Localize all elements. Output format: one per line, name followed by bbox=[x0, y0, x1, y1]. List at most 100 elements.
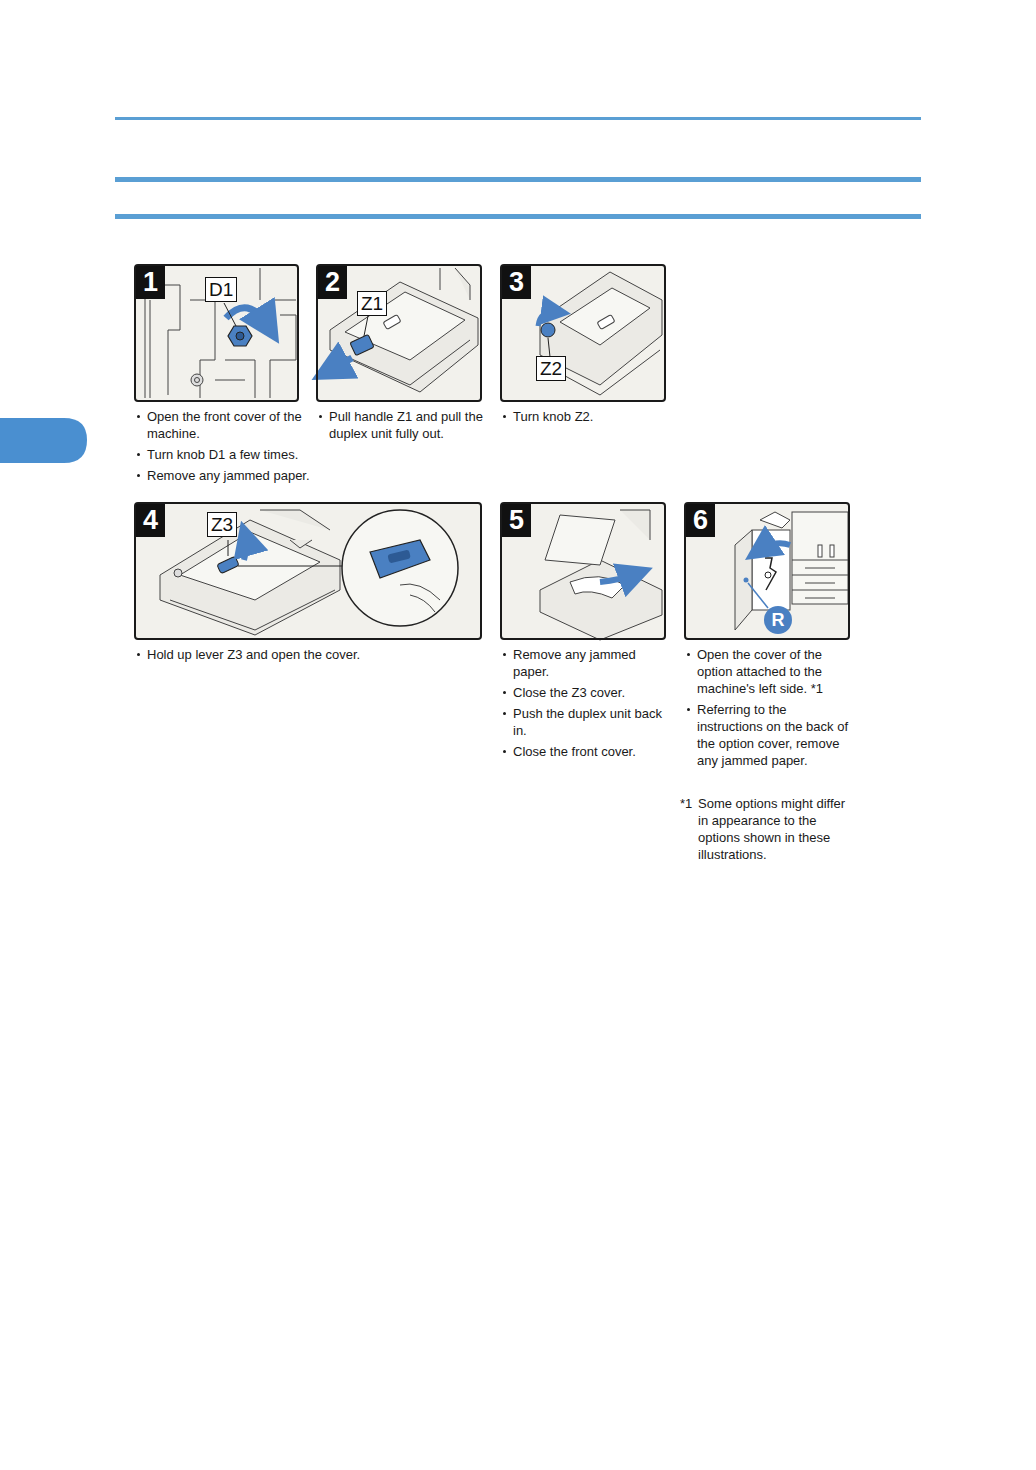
knob-d1 bbox=[228, 326, 252, 346]
step-panel: Open the front cover of the machine.Turn… bbox=[134, 264, 299, 402]
step-panel: Remove any jammed paper.Close the Z3 cov… bbox=[500, 502, 666, 640]
instruction-text: Remove any jammed paper. bbox=[147, 467, 316, 484]
leader-line bbox=[238, 566, 350, 567]
step-number: 5 bbox=[502, 504, 531, 537]
bullet-dot bbox=[687, 708, 690, 711]
instruction-text: Turn knob Z2. bbox=[513, 408, 662, 425]
open-arrow bbox=[760, 543, 790, 550]
remove-arrow bbox=[600, 574, 636, 582]
bullet-dot bbox=[687, 653, 690, 656]
caption-item: Push the duplex unit back in. bbox=[502, 705, 667, 739]
step-number: 4 bbox=[136, 504, 165, 537]
footnote-mark: *1 bbox=[680, 795, 698, 812]
duplex-unit bbox=[330, 268, 478, 392]
bullet-dot bbox=[503, 750, 506, 753]
bullet-dot bbox=[137, 453, 140, 456]
duplex-unit bbox=[540, 510, 662, 640]
step-caption: Pull handle Z1 and pull the duplex unit … bbox=[318, 408, 488, 444]
leader-line bbox=[224, 303, 236, 326]
bullet-dot bbox=[503, 712, 506, 715]
step-panel: Hold up lever Z3 and open the cover.4Z3 bbox=[134, 502, 482, 640]
bullet-dot bbox=[503, 415, 506, 418]
leader-line bbox=[228, 540, 229, 556]
step-number-text: 2 bbox=[325, 267, 340, 297]
magnifier bbox=[342, 510, 458, 626]
turn-arrow bbox=[538, 312, 556, 326]
instruction-text: Hold up lever Z3 and open the cover. bbox=[147, 646, 436, 663]
footnote-text: Some options might differ in appearance … bbox=[698, 795, 848, 863]
step-number-text: 5 bbox=[509, 505, 524, 535]
callout-box: Z1 bbox=[357, 291, 387, 316]
callout-box: Z2 bbox=[536, 356, 566, 381]
callout-circle: R bbox=[764, 606, 792, 634]
step-caption: Open the front cover of the machine. Turn… bbox=[136, 408, 316, 488]
leader-line bbox=[548, 338, 550, 357]
step-caption: Turn knob Z2. bbox=[502, 408, 662, 427]
step-number-text: 3 bbox=[509, 267, 524, 297]
bullet-dot bbox=[137, 415, 140, 418]
bullet-dot bbox=[137, 474, 140, 477]
callout-label: Z1 bbox=[361, 293, 383, 314]
instruction-text: Pull handle Z1 and pull the duplex unit … bbox=[329, 408, 488, 442]
caption-item: Open the cover of the option attached to… bbox=[686, 646, 851, 697]
handle-z1 bbox=[350, 334, 374, 355]
callout-label: D1 bbox=[209, 279, 233, 300]
instruction-text: Close the Z3 cover. bbox=[513, 684, 667, 701]
bullet-dot bbox=[503, 691, 506, 694]
instruction-text: Remove any jammed paper. bbox=[513, 646, 667, 680]
knob-z2 bbox=[541, 323, 555, 337]
instruction-text: Turn knob D1 a few times. bbox=[147, 446, 316, 463]
duplex-unit bbox=[160, 510, 340, 635]
bullet-dot bbox=[503, 653, 506, 656]
caption-item: Turn knob Z2. bbox=[502, 408, 662, 425]
header-rule bbox=[115, 117, 921, 120]
step-caption: Open the cover of the option attached to… bbox=[686, 646, 851, 773]
instruction-text: Open the cover of the option attached to… bbox=[697, 646, 851, 697]
bullet-dot bbox=[137, 653, 140, 656]
leader-line bbox=[364, 316, 368, 336]
caption-item: Remove any jammed paper. bbox=[502, 646, 667, 680]
step-number-text: 4 bbox=[143, 505, 158, 535]
caption-item: Pull handle Z1 and pull the duplex unit … bbox=[318, 408, 488, 442]
bullet-dot bbox=[319, 415, 322, 418]
panel-frame bbox=[134, 502, 482, 640]
callout-label: Z3 bbox=[211, 514, 233, 535]
duplex-unit bbox=[540, 272, 662, 395]
instruction-text: Push the duplex unit back in. bbox=[513, 705, 667, 739]
paper-path bbox=[765, 558, 776, 590]
step-number: 6 bbox=[686, 504, 715, 537]
instruction-text: Referring to the instructions on the bac… bbox=[697, 701, 851, 769]
caption-item: Hold up lever Z3 and open the cover. bbox=[136, 646, 436, 663]
step-number: 3 bbox=[502, 266, 531, 299]
caption-item: Close the front cover. bbox=[502, 743, 667, 760]
panel-grounds bbox=[135, 265, 849, 639]
caption-item: Close the Z3 cover. bbox=[502, 684, 667, 701]
caption-item: Referring to the instructions on the bac… bbox=[686, 701, 851, 769]
callout-box: Z3 bbox=[207, 512, 237, 537]
caption-item: Turn knob D1 a few times. bbox=[136, 446, 316, 463]
machine-with-option bbox=[735, 512, 848, 630]
chapter-tab bbox=[0, 418, 87, 463]
callout-label: Z2 bbox=[540, 358, 562, 379]
pull-arrow bbox=[330, 358, 352, 370]
instruction-text: Open the front cover of the machine. bbox=[147, 408, 316, 442]
caption-item: Open the front cover of the machine. bbox=[136, 408, 316, 442]
step-panel: Open the cover of the option attached to… bbox=[684, 502, 850, 640]
step-number: 2 bbox=[318, 266, 347, 299]
step-caption: Hold up lever Z3 and open the cover. bbox=[136, 646, 436, 665]
callout-label: R bbox=[772, 610, 785, 630]
step-panel: Turn knob Z2.3Z2 bbox=[500, 264, 666, 402]
step-panel: Pull handle Z1 and pull the duplex unit … bbox=[316, 264, 482, 402]
header-rule bbox=[115, 214, 921, 219]
lift-arrow bbox=[244, 538, 247, 560]
step-caption: Remove any jammed paper. Close the Z3 cov… bbox=[502, 646, 667, 764]
step-number: 1 bbox=[136, 266, 165, 299]
instruction-text: Close the front cover. bbox=[513, 743, 667, 760]
callout-box: D1 bbox=[205, 277, 237, 302]
step-number-text: 6 bbox=[693, 505, 708, 535]
step-number-text: 1 bbox=[143, 267, 158, 297]
caption-item: Remove any jammed paper. bbox=[136, 467, 316, 484]
header-rule bbox=[115, 177, 921, 182]
